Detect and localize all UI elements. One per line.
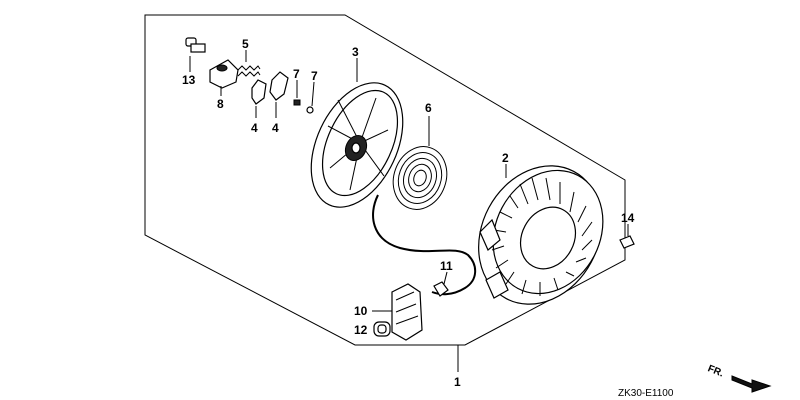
part-12-grip-insert [373, 321, 391, 337]
part-10-starter-grip [372, 283, 423, 341]
part-4-pawl-right [269, 71, 289, 118]
part-5-spring [237, 50, 261, 77]
callout-12: 12 [354, 323, 368, 337]
starter-rope [372, 194, 477, 296]
callout-5: 5 [242, 37, 249, 51]
part-14-flange-bolt [619, 224, 635, 249]
callout-10: 10 [354, 304, 368, 318]
front-direction-arrow-icon [731, 375, 772, 393]
callout-7-right: 7 [311, 69, 318, 83]
part-3-reel [310, 58, 404, 208]
callout-6: 6 [425, 101, 432, 115]
callout-4-left: 4 [251, 121, 258, 135]
callout-8: 8 [217, 97, 224, 111]
callout-4-right: 4 [272, 121, 279, 135]
direction-label: FR. [706, 363, 725, 379]
part-7-clip-right [306, 81, 315, 114]
part-6-spiral-spring [392, 116, 448, 210]
part-8-ratchet [209, 59, 239, 96]
callout-13: 13 [182, 73, 196, 87]
callout-1: 1 [454, 375, 461, 389]
callout-2: 2 [502, 151, 509, 165]
part-7-clip-left [293, 80, 301, 106]
callout-14: 14 [621, 211, 635, 225]
part-2-starter-case [478, 164, 604, 305]
part-11-clip [433, 271, 449, 297]
callout-3: 3 [352, 45, 359, 59]
diagram-code: ZK30-E1100 [618, 388, 674, 399]
part-13-bolt [185, 37, 206, 72]
part-4-pawl-left [251, 79, 267, 118]
callout-7-left: 7 [293, 67, 300, 81]
callout-11: 11 [440, 259, 453, 273]
